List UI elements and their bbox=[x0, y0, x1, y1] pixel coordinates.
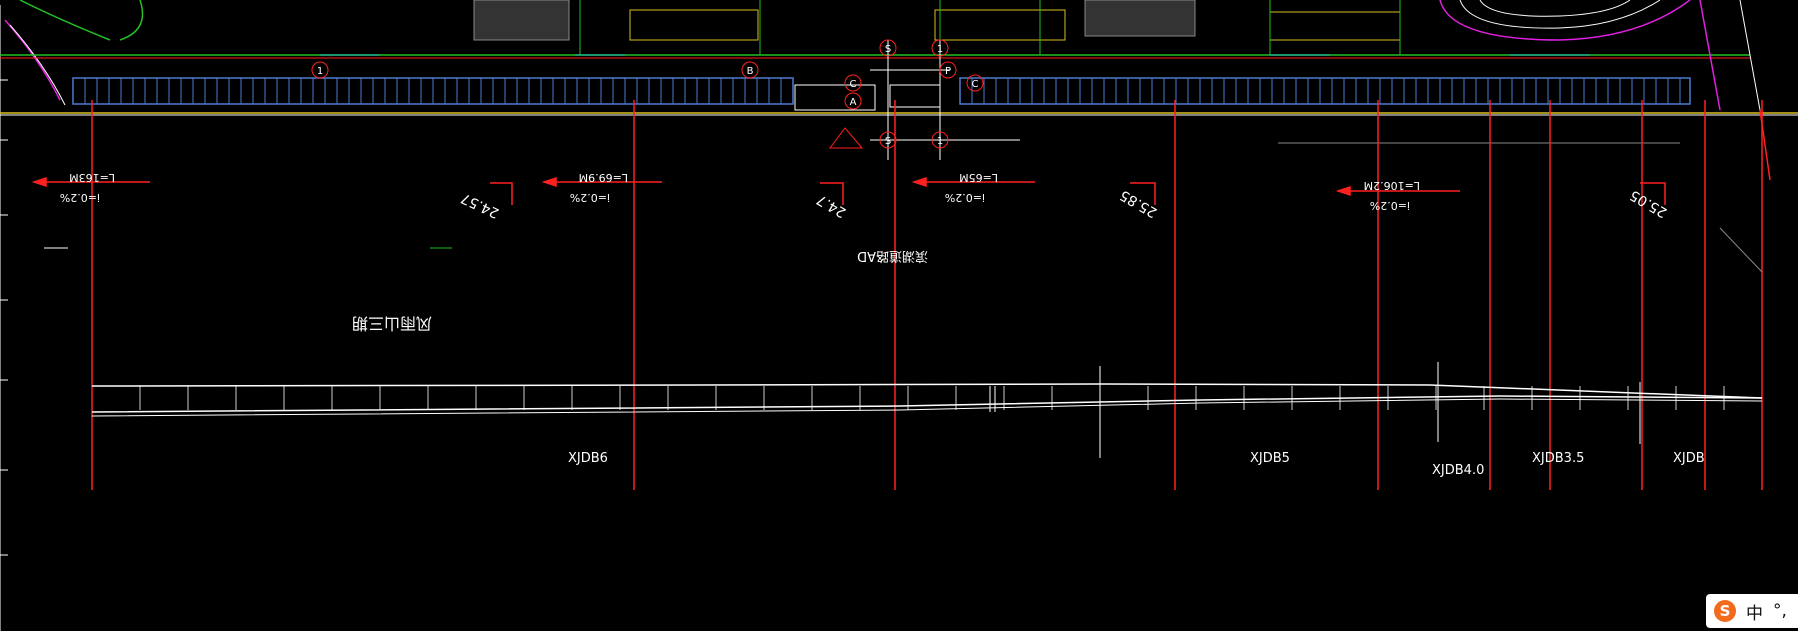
drain-slope-label: L=65M bbox=[959, 171, 998, 184]
circle-marker-label: P bbox=[945, 66, 951, 77]
elevation-label: 25.85 bbox=[1117, 186, 1160, 220]
drain-grade-label: i=0.2% bbox=[570, 191, 610, 204]
left-ruler bbox=[0, 5, 8, 631]
circle-marker bbox=[966, 74, 984, 92]
ime-punctuation-toggle[interactable]: °, bbox=[1773, 601, 1787, 621]
zone-label: 风雨山三期 bbox=[352, 314, 432, 333]
circle-marker bbox=[939, 61, 957, 79]
drain-slope-label: L=106.2M bbox=[1364, 179, 1420, 192]
ime-language-toggle[interactable]: 中 bbox=[1746, 603, 1763, 624]
station-label: XJDB bbox=[1673, 451, 1705, 466]
station-lines bbox=[91, 100, 1771, 490]
circle-marker bbox=[879, 39, 897, 57]
leader-line bbox=[1719, 227, 1763, 273]
drain-grade-label: i=0.2% bbox=[1370, 199, 1410, 212]
station-label: XJDB5 bbox=[1250, 451, 1290, 466]
circle-marker bbox=[741, 61, 759, 79]
site-boundary-lines bbox=[0, 0, 1798, 116]
circle-marker-label: A bbox=[850, 97, 857, 108]
buildings bbox=[473, 0, 1401, 55]
elevation-markers bbox=[490, 182, 1666, 205]
profile-text: XJDB6 XJDB5 XJDB4.0 XJDB3.5 XJDB bbox=[568, 451, 1705, 478]
drain-grade-label: i=0.2% bbox=[945, 191, 985, 204]
circle-marker-label: B bbox=[747, 66, 754, 77]
sogou-s-icon[interactable]: S bbox=[1714, 600, 1736, 622]
circle-marker bbox=[311, 61, 329, 79]
elevation-label: 24.57 bbox=[459, 189, 502, 220]
circle-marker bbox=[879, 131, 897, 149]
station-label: XJDB4.0 bbox=[1432, 463, 1484, 478]
drain-slope-label: L=69.9M bbox=[579, 171, 628, 184]
station-label: XJDB6 bbox=[568, 451, 608, 466]
circle-marker-label: C bbox=[972, 79, 979, 90]
plan-text: L=163M i=0.2% L=69.9M i=0.2% L=65M i=0.2… bbox=[60, 171, 1670, 333]
drain-grade-label: i=0.2% bbox=[60, 191, 100, 204]
drain-slope-label: L=163M bbox=[69, 171, 115, 184]
circle-marker-label: 1 bbox=[317, 66, 323, 77]
zone-label: 滨湖道路AD bbox=[857, 248, 928, 264]
station-label: XJDB3.5 bbox=[1532, 451, 1584, 466]
drain-slope-arrows bbox=[31, 176, 1460, 197]
circle-marker-label: S bbox=[885, 44, 891, 55]
elevation-label: 25.05 bbox=[1627, 186, 1670, 220]
circle-marker bbox=[931, 39, 949, 57]
circle-marker bbox=[844, 74, 862, 92]
ime-toolbar[interactable]: S 中 °, bbox=[1706, 594, 1798, 628]
elevation-label: 24.7 bbox=[814, 191, 849, 220]
circle-marker-label: 1 bbox=[937, 136, 943, 147]
circle-marker-label: C bbox=[850, 79, 857, 90]
junction-detail bbox=[794, 40, 1020, 160]
circle-marker bbox=[844, 92, 862, 110]
circle-marker bbox=[931, 131, 949, 149]
parking-stalls-strip bbox=[72, 77, 1691, 105]
circle-marker-label: 1 bbox=[937, 44, 943, 55]
circle-marker-label: S bbox=[885, 136, 891, 147]
road-profile bbox=[91, 362, 1763, 458]
